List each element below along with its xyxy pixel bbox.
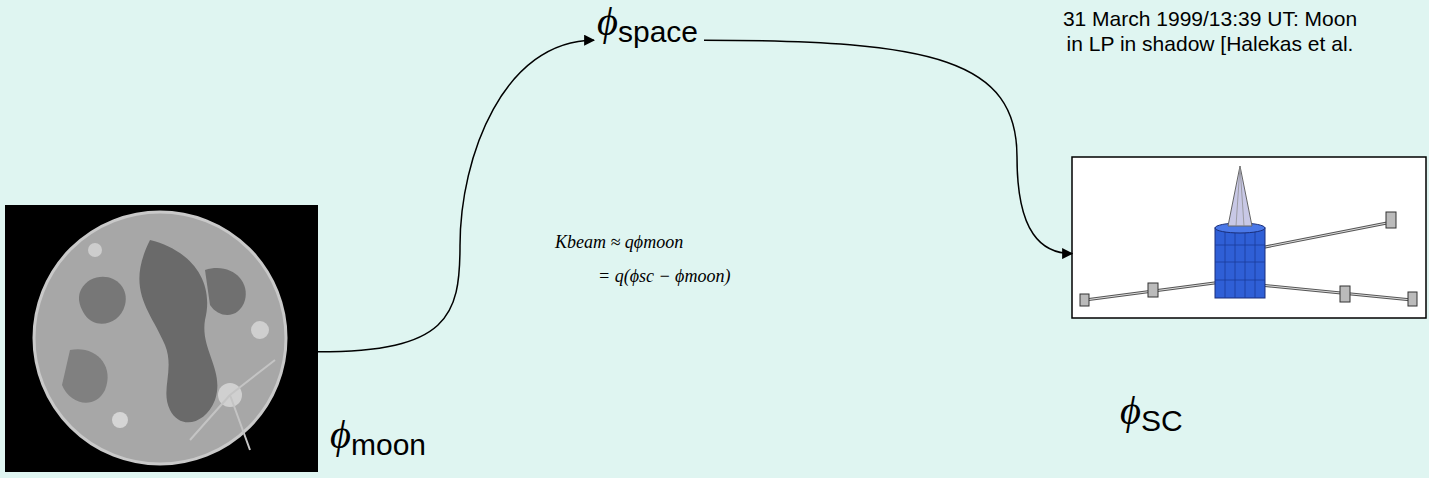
- curved-arrow: [318, 40, 594, 352]
- formula-line: = q(ϕsc − ϕmoon): [598, 266, 730, 287]
- space-node: ϕspace: [597, 0, 701, 49]
- moon-picture: [5, 205, 318, 472]
- moon-potential: ϕmoon: [330, 413, 426, 461]
- spacecraft-potential: ϕSC: [1120, 389, 1183, 437]
- spacecraft-node: ϕSC: [1072, 157, 1426, 318]
- formula-line: Kbeam ≈ qϕmoon: [555, 232, 683, 253]
- curved-arrow: [704, 40, 1072, 253]
- moon-node: ϕmoon: [5, 205, 318, 472]
- event-note: 31 March 1999/13:39 UT: Moon in LP in sh…: [995, 6, 1425, 56]
- spacecraft-picture: [1072, 157, 1426, 318]
- space-potential: ϕspace: [597, 0, 701, 48]
